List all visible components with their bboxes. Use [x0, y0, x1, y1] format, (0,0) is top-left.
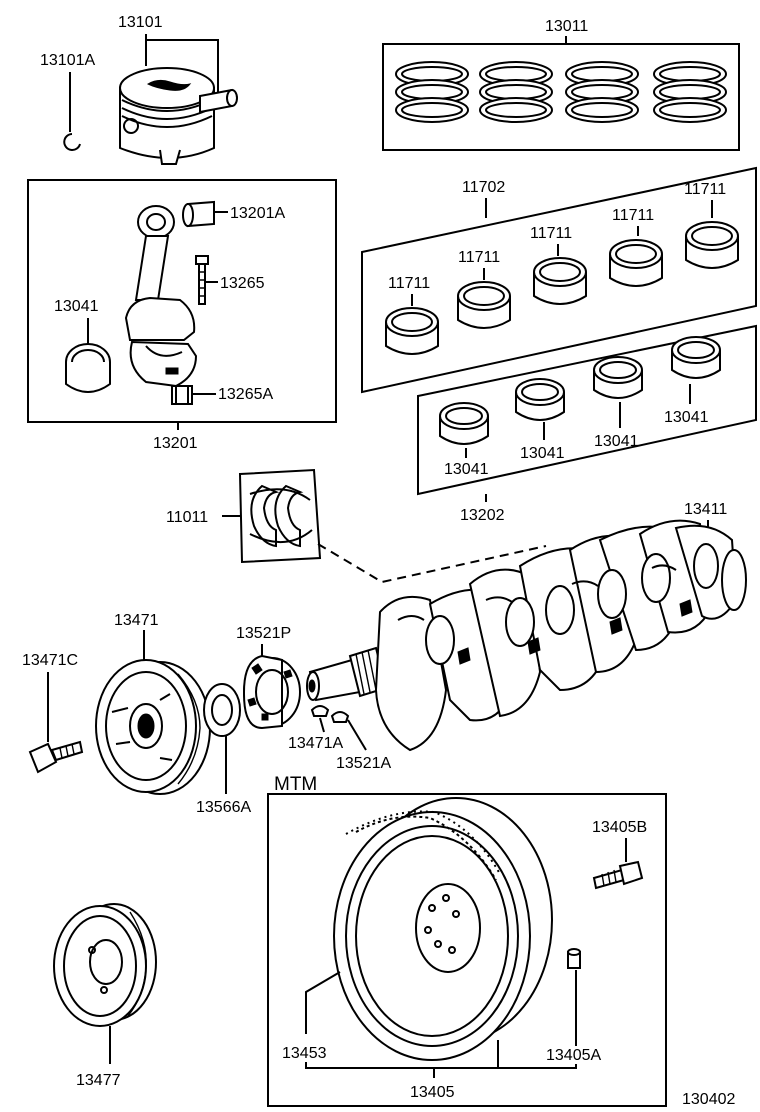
snap-ring: [63, 133, 81, 151]
label-13411: 13411: [684, 501, 727, 518]
rod-bearing-box: [417, 324, 757, 496]
label-13265a: 13265A: [218, 386, 273, 403]
rod-bearing-3: [593, 356, 643, 399]
thrust-washer-box: [238, 468, 322, 564]
label-13201: 13201: [153, 435, 198, 452]
label-13405: 13405: [410, 1084, 455, 1101]
oil-slinger: [203, 683, 241, 737]
main-bearing-box: [361, 166, 757, 394]
label-13405a: 13405A: [546, 1047, 601, 1064]
rod-bearing-1: [439, 402, 489, 445]
conrod-box: [27, 179, 337, 423]
main-bearing-2: [457, 281, 511, 329]
label-13201a: 13201A: [230, 205, 285, 222]
thrust-washers: [249, 484, 313, 548]
label-13521p: 13521P: [236, 625, 291, 642]
conrod-bolt: [195, 255, 209, 305]
pulley-key: [310, 705, 330, 717]
label-13453: 13453: [282, 1045, 327, 1062]
pulley-bolt: [28, 740, 84, 774]
label-13041-a: 13041: [444, 461, 489, 478]
rod-bearing-4: [671, 336, 721, 379]
main-bearing-3: [533, 257, 587, 305]
timing-gear: [243, 654, 301, 730]
label-13011: 13011: [545, 18, 588, 35]
rings-box: [382, 43, 740, 151]
label-13101a: 13101A: [40, 52, 95, 69]
piston: [119, 67, 238, 165]
label-13101: 13101: [118, 14, 163, 31]
label-11702: 11702: [462, 179, 505, 196]
label-13202: 13202: [460, 507, 505, 524]
ring-set-3: [565, 61, 639, 123]
label-13041-d: 13041: [664, 409, 709, 426]
label-13471c: 13471C: [22, 652, 78, 669]
main-bearing-group: 11702 11711 11711 11711 11711: [361, 166, 757, 394]
thrust-washer-group: 11011: [166, 468, 547, 584]
main-bearing-1: [385, 307, 439, 355]
label-13265: 13265: [220, 275, 265, 292]
bushing: [182, 200, 215, 228]
connecting-rod-group: 13201A 13265 13041 13265A 13201: [27, 179, 337, 452]
flywheel-bolt: [592, 860, 644, 890]
label-13041-c: 13041: [594, 433, 639, 450]
label-13041-b: 13041: [520, 445, 565, 462]
label-13041-box: 13041: [54, 298, 99, 315]
label-11011: 11011: [166, 509, 208, 526]
alt-crankshaft-pulley: [53, 903, 157, 1027]
flywheel-group: MTM 13453 13405B: [267, 774, 667, 1107]
rod-bearing-2: [515, 378, 565, 421]
figure-number: 130402: [682, 1091, 735, 1108]
crankshaft: 13411: [306, 501, 747, 752]
gear-key: [330, 711, 350, 723]
ring-set-2: [479, 61, 553, 123]
front-end-group: 13471 13471C 13521P: [22, 612, 391, 816]
alt-pulley-group: 13477: [53, 903, 157, 1089]
rod-bearing-group: 13041 13041 13041 13041 13202: [417, 324, 757, 524]
label-13405b: 13405B: [592, 819, 647, 836]
crankshaft-pulley: [95, 659, 211, 795]
flywheel-pin: [567, 948, 581, 969]
label-13521a: 13521A: [336, 755, 391, 772]
label-13566a: 13566A: [196, 799, 251, 816]
ring-set-4: [653, 61, 727, 123]
label-11711-e: 11711: [684, 181, 726, 198]
label-11711-b: 11711: [458, 249, 500, 266]
flywheel: [333, 797, 553, 1061]
label-13471: 13471: [114, 612, 159, 629]
label-11711-a: 11711: [388, 275, 430, 292]
main-bearing-5: [685, 221, 739, 269]
label-13477: 13477: [76, 1072, 121, 1089]
piston-group: 13101 13101A: [40, 14, 238, 165]
label-13471a: 13471A: [288, 735, 343, 752]
label-11711-c: 11711: [530, 225, 572, 242]
conrod-bearing: [65, 343, 111, 393]
main-bearing-4: [609, 239, 663, 287]
conrod-nut: [171, 385, 193, 405]
ring-set-1: [395, 61, 469, 123]
flywheel-box: [267, 793, 667, 1107]
label-11711-d: 11711: [612, 207, 654, 224]
section-label-mtm: MTM: [274, 774, 317, 795]
piston-rings-group: 13011: [382, 18, 740, 151]
connecting-rod: [124, 205, 198, 388]
